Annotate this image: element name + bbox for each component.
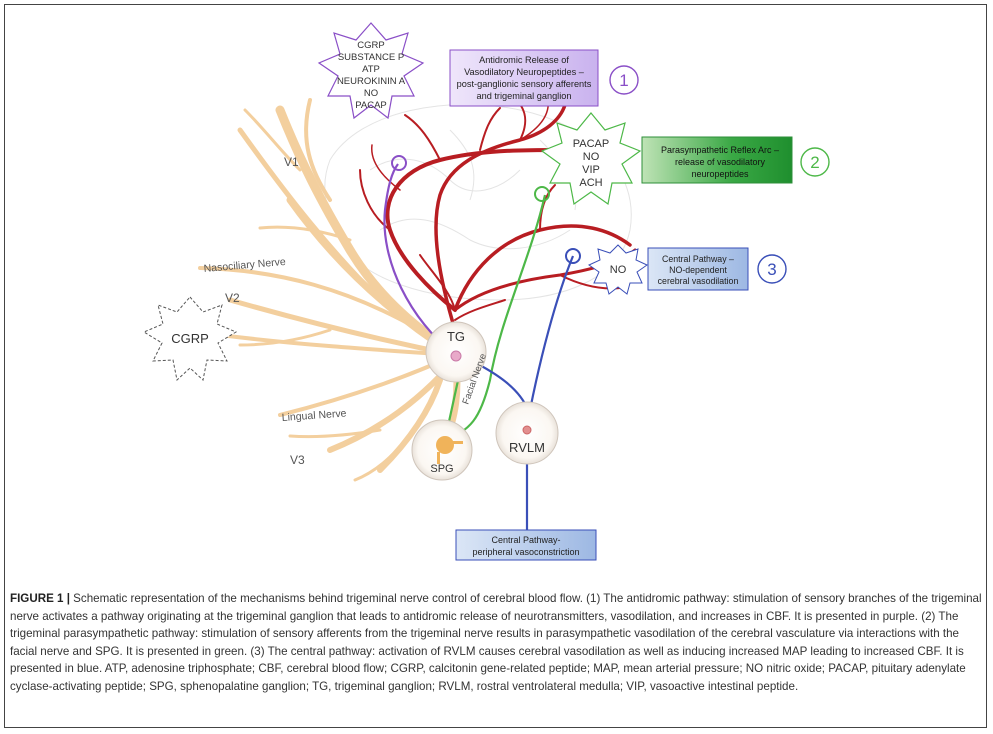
star-purple-item: CGRP [357,40,384,51]
green-info-box: Parasympathetic Reflex Arc – release of … [641,136,793,184]
purple-box-line: post-ganglionic sensory afferents [457,79,592,89]
cgrp-star-label: CGRP [171,331,209,346]
number-2-badge: 2 [800,147,830,177]
bottom-box-line: Central Pathway- [491,535,560,545]
blue-box-line: NO-dependent [669,265,727,275]
blue-box-line: cerebral vasodilation [658,276,739,286]
number-1: 1 [619,71,628,90]
cgrp-star: CGRP [142,296,238,381]
green-box-line: Parasympathetic Reflex Arc – [661,145,779,155]
green-box-line: neuropeptides [691,169,749,179]
blue-box-line: Central Pathway – [662,254,734,264]
purple-info-box: Antidromic Release of Vasodilatory Neuro… [449,49,599,107]
purple-box-line: Antidromic Release of [479,55,569,65]
bottom-info-box: Central Pathway- peripheral vasoconstric… [455,529,597,561]
star-purple-item: ATP [362,64,380,75]
v2-label: V2 [225,291,240,305]
figure-caption: FIGURE 1 | Schematic representation of t… [10,590,982,696]
v3-label: V3 [290,453,305,467]
star-green-item: PACAP [573,138,609,150]
caption-text: Schematic representation of the mechanis… [10,592,982,693]
rvlm-node: RVLM [495,401,559,465]
neuropeptide-star-green: PACAP NO VIP ACH [540,112,642,206]
tg-label: TG [447,329,465,344]
star-green-item: ACH [579,177,602,189]
number-1-badge: 1 [609,65,639,95]
bottom-box-line: peripheral vasoconstriction [472,547,579,557]
rvlm-label: RVLM [509,440,545,455]
caption-label: FIGURE 1 | [10,592,70,605]
spg-node: SPG [411,419,473,481]
cerebral-arteries [359,94,637,332]
purple-box-line: and trigeminal ganglion [476,91,571,101]
star-green-item: NO [583,151,600,163]
lingual-label: Lingual Nerve [281,407,347,424]
blue-info-box: Central Pathway – NO-dependent cerebral … [647,247,749,291]
no-star-blue: NO [587,244,649,295]
figure-frame [4,4,987,728]
purple-box-line: Vasodilatory Neuropeptides – [464,67,585,77]
star-purple-item: PACAP [355,100,387,111]
green-box-line: release of vasodilatory [675,157,766,167]
star-purple-item: NO [364,88,378,99]
star-green-item: VIP [582,164,600,176]
number-3-badge: 3 [757,254,787,284]
number-2: 2 [810,153,819,172]
antidromic-pathway [383,155,456,356]
tg-node: TG [425,321,487,383]
star-purple-item: NEUROKININ A [337,76,406,87]
number-3: 3 [767,260,776,279]
neuropeptide-star-purple: CGRP SUBSTANCE P ATP NEUROKININ A NO PAC… [317,22,425,120]
star-purple-item: SUBSTANCE P [338,52,404,63]
star-blue-label: NO [610,264,627,276]
spg-label: SPG [430,463,453,475]
v1-label: V1 [284,155,299,169]
